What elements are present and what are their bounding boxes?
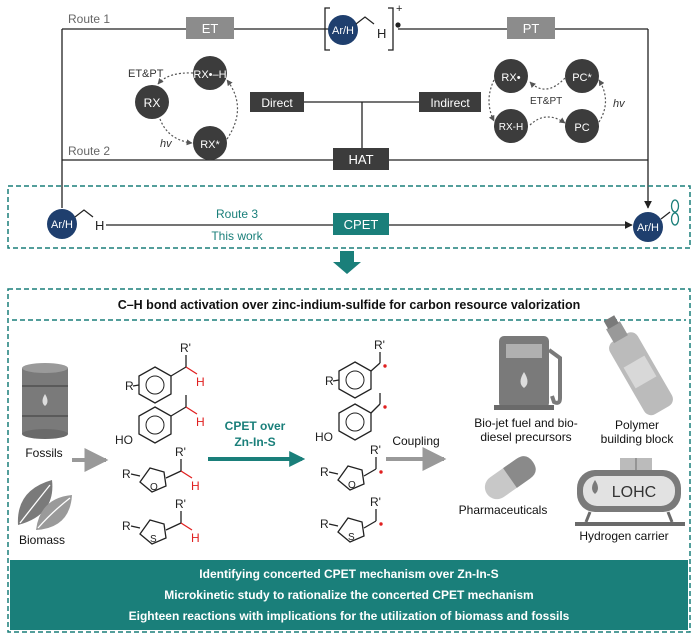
label-top-right_cycle-etpt: ET&PT <box>530 96 562 107</box>
label-top-left_cycle-rxh: RX•–H <box>193 69 226 81</box>
hat-box: HAT <box>333 148 389 170</box>
label-bottom-rprime: R' <box>370 443 381 457</box>
label-top-h: H <box>377 26 386 41</box>
indirect-box: Indirect <box>419 92 481 112</box>
label-bottom-rprime: R' <box>180 341 191 355</box>
label-top-arh: Ar/H <box>51 219 73 231</box>
label-bottom-r: R <box>325 374 334 388</box>
bio-jet-label-1: Bio-jet fuel and bio- <box>474 416 577 430</box>
route3-label: Route 3 <box>216 207 258 221</box>
label-bottom-h: H <box>196 415 205 429</box>
label-top-left_cycle-etpt: ET&PT <box>128 68 164 80</box>
label-bottom-h: H <box>196 375 205 389</box>
label-top-plus: + <box>396 3 402 15</box>
product-furan: O R R' <box>320 443 383 491</box>
polymer-label-2: building block <box>601 432 675 446</box>
label-top-right_cycle-pcstar: PC* <box>572 72 592 84</box>
label-bottom-r: R <box>320 517 329 531</box>
label-top-h: H <box>95 218 104 233</box>
tank-icon: LOHC <box>575 458 685 526</box>
fossils-label: Fossils <box>25 446 62 460</box>
label-bottom-ho: HO <box>115 433 133 447</box>
label-top-right_cycle-hv: hv <box>613 98 626 110</box>
label-bottom-rprime: R' <box>374 338 385 352</box>
substrate-toluene: R R' H <box>125 341 205 404</box>
summary-line-3: Eighteen reactions with implications for… <box>129 609 570 623</box>
label-bottom-h: H <box>191 531 200 545</box>
label-top-hat: HAT <box>348 152 373 167</box>
polymer-label-1: Polymer <box>615 418 659 432</box>
label-top-cpet: CPET <box>344 217 379 232</box>
svg-text:O: O <box>150 482 158 493</box>
pharmaceuticals-label: Pharmaceuticals <box>459 503 548 517</box>
cpet-box: CPET <box>333 213 389 235</box>
hydrogen-carrier-label: Hydrogen carrier <box>579 529 668 543</box>
label-bottom-r: R <box>122 467 131 481</box>
right-cycle: RX• RX-H PC* PC ET&PT hv <box>488 59 626 143</box>
label-top-left_cycle-rx: RX <box>144 96 161 110</box>
bio-jet-label-2: diesel precursors <box>480 430 571 444</box>
product-toluene: R R' <box>325 338 387 399</box>
label-bottom-ho: HO <box>315 430 333 444</box>
cpet-over-label: CPET over <box>225 419 286 433</box>
pill-icon <box>484 456 536 500</box>
left-cycle: RX RX•–H RX* ET&PT hv <box>128 56 238 160</box>
substrate-phenol: HO H <box>115 395 205 447</box>
et-box: ET <box>186 17 234 39</box>
svg-text:S: S <box>348 532 355 543</box>
label-bottom-rprime: R' <box>175 497 186 511</box>
zn-in-s-label: Zn-In-S <box>234 435 275 449</box>
label-top-direct: Direct <box>261 96 293 110</box>
this-work-label: This work <box>211 229 263 243</box>
route3-end-molecule: Ar/H <box>633 199 680 242</box>
pt-box: PT <box>507 17 555 39</box>
product-phenol: HO <box>315 393 387 444</box>
route3-box <box>7 185 691 249</box>
svg-text:S: S <box>150 534 157 545</box>
summary-band <box>10 560 688 630</box>
bottom-panel-box <box>7 288 691 633</box>
radical-cation: Ar/H H + <box>324 3 402 51</box>
label-top-left_cycle-rxstar: RX* <box>200 139 220 151</box>
substrate-furan: O R R' H <box>122 445 200 493</box>
label-bottom-r: R <box>320 465 329 479</box>
label-top-arh: Ar/H <box>332 25 354 37</box>
label-top-right_cycle-rxdot: RX• <box>501 72 520 84</box>
summary-line-2: Microkinetic study to rationalize the co… <box>164 588 533 602</box>
label-top-right_cycle-rxh: RX-H <box>499 122 523 133</box>
label-bottom-h: H <box>191 479 200 493</box>
label-top-indirect: Indirect <box>430 96 470 110</box>
label-bottom-r: R <box>122 519 131 533</box>
product-thiophene: S R R' <box>320 495 383 543</box>
fuel-pump-icon <box>494 336 562 410</box>
bottle-icon <box>603 315 673 416</box>
down-arrow <box>333 251 361 274</box>
route1-label: Route 1 <box>68 12 110 26</box>
route2-label: Route 2 <box>68 144 110 158</box>
coupling-label: Coupling <box>392 434 439 448</box>
label-top-right_cycle-pc: PC <box>574 122 589 134</box>
direct-box: Direct <box>250 92 304 112</box>
substrate-thiophene: S R R' H <box>122 497 200 545</box>
label-bottom-r: R <box>125 379 134 393</box>
label-top-arh: Ar/H <box>637 222 659 234</box>
bottom-title: C–H bond activation over zinc-indium-sul… <box>118 298 581 312</box>
biomass-label: Biomass <box>19 533 65 547</box>
summary-line-1: Identifying concerted CPET mechanism ove… <box>199 567 498 581</box>
label-top-et: ET <box>202 21 219 36</box>
label-top-left_cycle-hv: hv <box>160 138 173 150</box>
oil-barrel-icon <box>22 363 68 439</box>
label-top-pt: PT <box>523 21 540 36</box>
label-bottom-rprime: R' <box>370 495 381 509</box>
label-bottom-lohc: LOHC <box>612 484 656 501</box>
svg-text:O: O <box>348 480 356 491</box>
leaf-icon <box>17 480 72 530</box>
label-bottom-rprime: R' <box>175 445 186 459</box>
route3-start-molecule: Ar/H H <box>47 209 104 239</box>
